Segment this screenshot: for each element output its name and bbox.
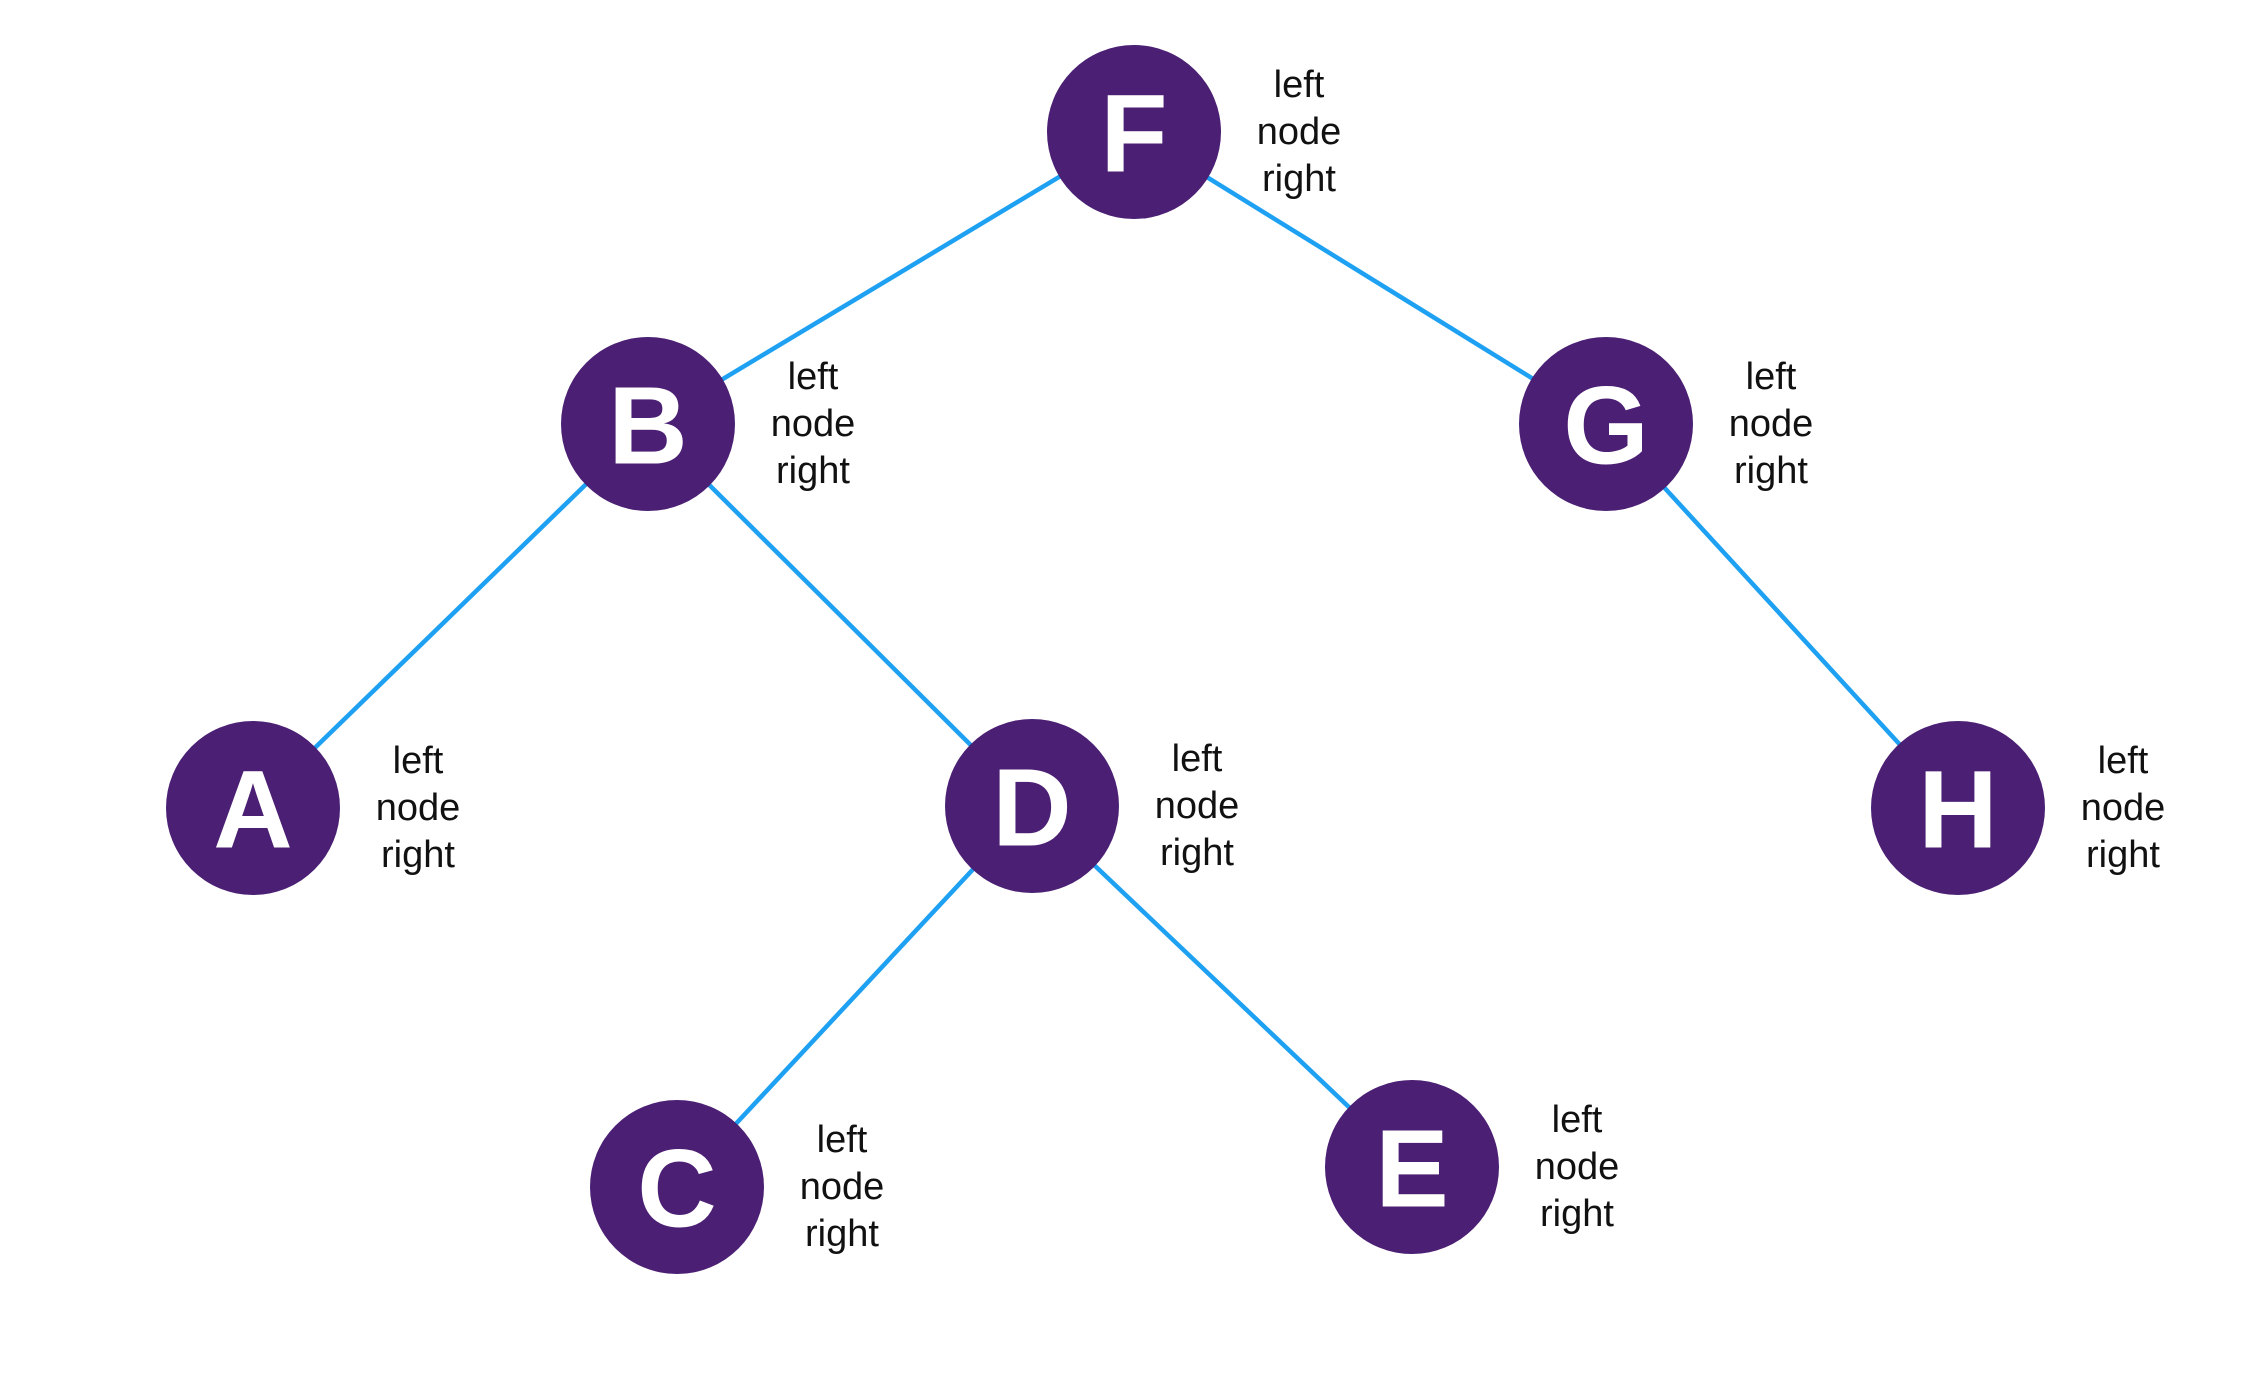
node-circle: [590, 1100, 764, 1274]
node-fields-label: left node right: [1257, 64, 1342, 200]
field-label-node: node: [771, 403, 856, 445]
field-label-right: right: [805, 1213, 879, 1255]
node-fields-label: left node right: [2081, 740, 2166, 876]
field-label-left: left: [1552, 1099, 1603, 1141]
field-label-node: node: [1535, 1146, 1620, 1188]
node-letter: G: [1563, 365, 1649, 488]
field-label-node: node: [800, 1166, 885, 1208]
node-circle: [561, 337, 735, 511]
node-circle: [1047, 45, 1221, 219]
field-label-left: left: [1746, 356, 1797, 398]
node-letter: H: [1918, 749, 1997, 872]
node-circle: [1519, 337, 1693, 511]
field-label-node: node: [1729, 403, 1814, 445]
edge-b-d: [645, 421, 1035, 809]
node-letter: C: [637, 1128, 716, 1251]
node-letter: A: [213, 749, 292, 872]
node-letter: D: [992, 747, 1071, 870]
node-circle: [945, 719, 1119, 893]
node-fields-label: left node right: [800, 1119, 885, 1255]
edge-d-e: [1029, 803, 1415, 1170]
edge-f-g: [1131, 129, 1609, 427]
field-label-right: right: [1734, 450, 1808, 492]
node-fields-label: left node right: [376, 740, 461, 876]
field-label-left: left: [788, 356, 839, 398]
field-label-node: node: [376, 787, 461, 829]
field-label-right: right: [1160, 832, 1234, 874]
node-fields-label: left node right: [1535, 1099, 1620, 1235]
node-letter: E: [1375, 1108, 1448, 1231]
field-label-right: right: [776, 450, 850, 492]
edges-layer: [250, 129, 1961, 1190]
node-letter: F: [1100, 73, 1167, 196]
field-label-left: left: [1274, 64, 1325, 106]
field-label-left: left: [2098, 740, 2149, 782]
field-label-left: left: [1172, 738, 1223, 780]
field-label-left: left: [817, 1119, 868, 1161]
node-fields-label: left node right: [771, 356, 856, 492]
field-label-node: node: [1155, 785, 1240, 827]
node-fields-label: left node right: [1729, 356, 1814, 492]
field-label-left: left: [393, 740, 444, 782]
edge-b-a: [250, 421, 651, 811]
edge-f-b: [645, 129, 1137, 427]
node-circle: [166, 721, 340, 895]
field-label-right: right: [1540, 1193, 1614, 1235]
field-label-node: node: [1257, 111, 1342, 153]
node-fields-label: left node right: [1155, 738, 1240, 874]
node-letter: B: [608, 365, 687, 488]
field-label-right: right: [2086, 834, 2160, 876]
field-label-right: right: [381, 834, 455, 876]
field-label-node: node: [2081, 787, 2166, 829]
node-circle: [1325, 1080, 1499, 1254]
node-circle: [1871, 721, 2045, 895]
field-label-right: right: [1262, 158, 1336, 200]
